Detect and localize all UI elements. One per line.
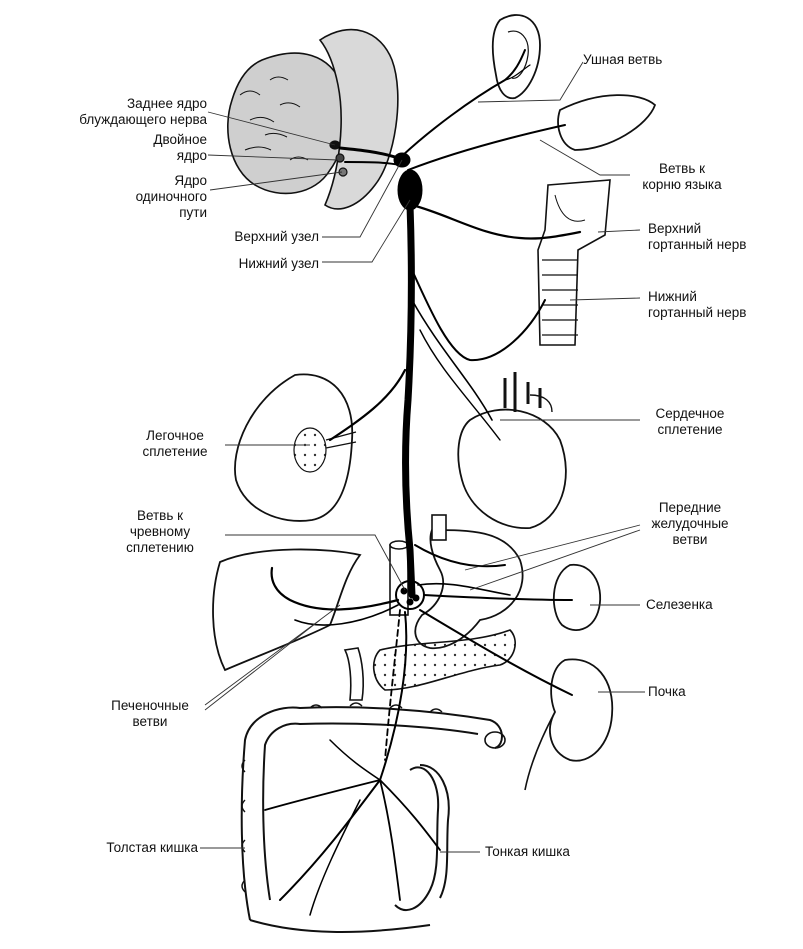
tongue [557, 94, 657, 151]
label-cardiac-plexus: Сердечное сплетение [655, 406, 725, 437]
label-nucleus-ambiguus: Двойное ядро [153, 132, 207, 163]
small-intestine-loop [394, 764, 450, 911]
label-pulmonary-plexus: Легочное сплетение [142, 428, 208, 459]
label-kidney: Почка [648, 684, 686, 699]
medulla [227, 28, 399, 210]
label-large-intestine: Толстая кишка [106, 840, 198, 855]
label-hepatic-branches: Печеночные ветви [111, 698, 189, 729]
label-celiac-branch: Ветвь к чревному сплетению [126, 508, 194, 555]
label-small-intestine: Тонкая кишка [485, 844, 570, 859]
label-superior-laryngeal: Верхний гортанный нерв [648, 221, 747, 252]
label-solitary-nucleus: Ядро одиночного пути [135, 173, 207, 220]
label-gastric-branches: Передние желудочные ветви [651, 500, 729, 547]
heart [457, 372, 567, 529]
vagus-nerve [264, 49, 582, 916]
label-tongue-root-branch: Ветвь к корню языка [642, 161, 722, 192]
lung [234, 373, 357, 522]
spleen-organ [552, 564, 602, 631]
leader-lines [200, 61, 645, 853]
label-superior-ganglion: Верхний узел [234, 229, 319, 244]
label-ear-branch: Ушная ветвь [583, 52, 663, 67]
label-inferior-ganglion: Нижний узел [238, 256, 319, 271]
label-posterior-nucleus: Заднее ядро блуждающего нерва [79, 96, 207, 127]
colon [240, 702, 506, 933]
kidney-organ [524, 658, 614, 791]
stomach [414, 514, 524, 650]
ear [491, 14, 541, 100]
label-spleen: Селезенка [646, 597, 713, 612]
label-inferior-laryngeal: Нижний гортанный нерв [648, 289, 747, 320]
larynx [537, 179, 611, 346]
